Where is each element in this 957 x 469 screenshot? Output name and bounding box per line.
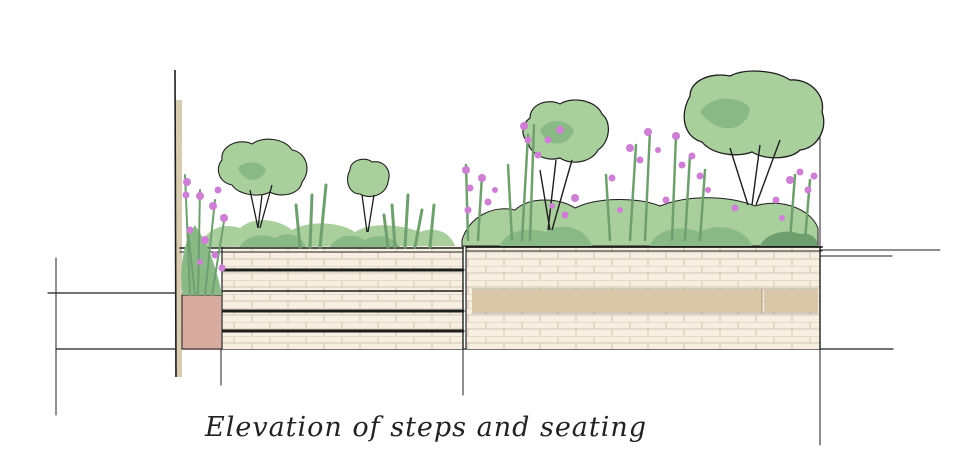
raised-bed-seating xyxy=(465,246,823,350)
steps-block xyxy=(179,245,465,350)
small-tree-middle xyxy=(347,158,390,233)
wall-post xyxy=(174,69,182,378)
bed-planting xyxy=(461,70,825,247)
planter-pot xyxy=(181,294,223,350)
tree-large xyxy=(683,70,825,206)
pot-planting xyxy=(181,174,228,296)
small-tree-left xyxy=(217,138,308,229)
drawing-caption: Elevation of steps and seating xyxy=(205,412,648,443)
steps-planting xyxy=(200,138,455,249)
